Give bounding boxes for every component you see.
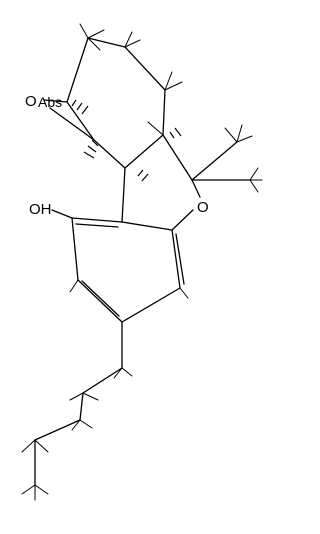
stereo-hashes: [71, 99, 182, 182]
aromatic-ring: [71, 167, 185, 323]
molecule-structure: O Abs O OH: [21, 23, 263, 501]
structure-canvas: O Abs O OH: [21, 23, 263, 501]
hydrogen-stubs: [21, 23, 263, 501]
abs-stereo-flag: Abs: [38, 94, 62, 110]
epoxide-bonds: [43, 99, 95, 141]
cyclohexane-ring: [66, 37, 166, 169]
hydroxyl-bond: [51, 209, 73, 219]
pentyl-chain: [34, 321, 123, 486]
epoxide-oxygen-label: O: [25, 93, 37, 110]
gem-dimethyl: [191, 141, 251, 181]
hydroxyl-label: OH: [29, 201, 52, 218]
pyran-oxygen-label: O: [197, 199, 209, 216]
pyran-ring: [162, 134, 201, 231]
